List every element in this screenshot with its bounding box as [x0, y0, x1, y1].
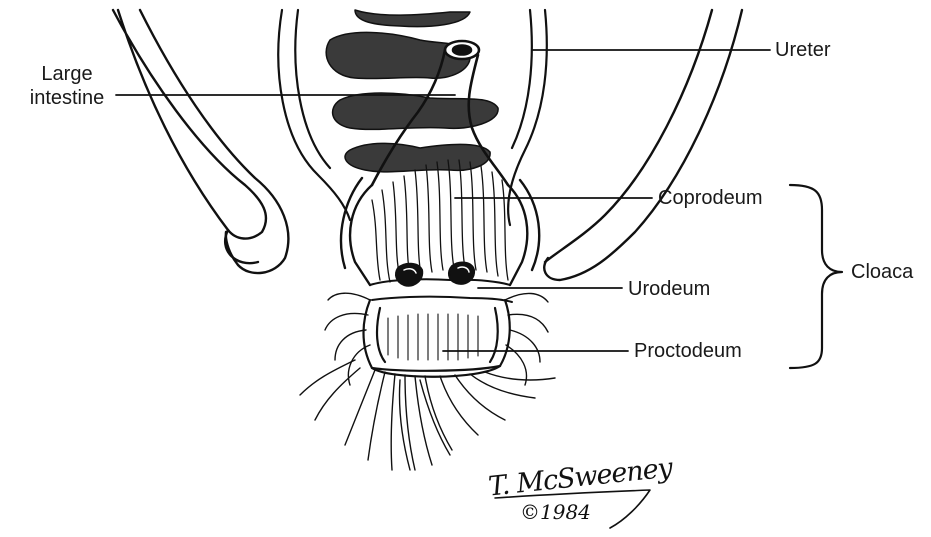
label-ureter: Ureter: [775, 38, 831, 62]
label-large-intestine: Large intestine: [12, 62, 122, 110]
shaded-tissue: [326, 10, 498, 172]
coprodeum-folds: [372, 160, 508, 282]
urodeum: [370, 263, 512, 302]
label-cloaca: Cloaca: [851, 260, 913, 284]
cloaca-brace: [790, 185, 842, 368]
label-coprodeum: Coprodeum: [658, 186, 763, 210]
proctodeum: [364, 300, 510, 377]
label-proctodeum: Proctodeum: [634, 339, 742, 363]
left-curved-structure: [113, 10, 288, 273]
label-urodeum: Urodeum: [628, 277, 710, 301]
copyright-year: ©1984: [520, 500, 591, 524]
